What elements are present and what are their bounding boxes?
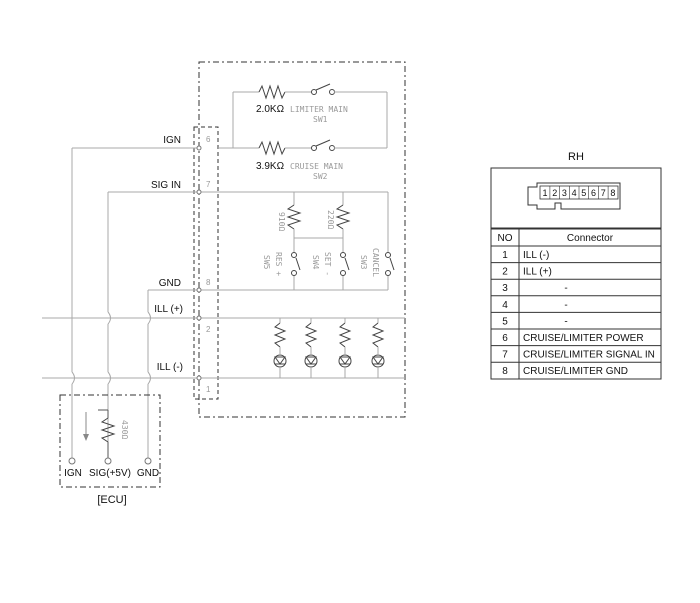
ecu-internal [83, 409, 116, 458]
pin-1: 1 [206, 385, 211, 394]
ecu-pin-sig: SIG(+5V) [89, 468, 131, 479]
table-row-no: 5 [502, 316, 508, 327]
table-row-connector: CRUISE/LIMITER SIGNAL IN [523, 350, 655, 361]
led-ladder [273, 318, 385, 378]
header-connector: Connector [567, 233, 614, 244]
pin-6: 6 [206, 135, 211, 144]
table-row-connector: - [564, 316, 567, 327]
table-row-no: 8 [502, 366, 508, 377]
table-row-no: 3 [502, 283, 508, 294]
r4-value: 220Ω [326, 210, 335, 229]
ecu-pin-ign: IGN [64, 468, 82, 479]
table-row-connector: CRUISE/LIMITER POWER [523, 333, 644, 344]
connector-pin-number: 1 [542, 188, 547, 198]
connector-pin-number: 4 [572, 188, 577, 198]
pin-8: 8 [206, 278, 211, 287]
table-row-no: 7 [502, 350, 508, 361]
connector-title: RH [568, 151, 584, 163]
table-row-no: 6 [502, 333, 508, 344]
r3-value: 910Ω [277, 212, 286, 231]
r2-value: 3.9KΩ [256, 161, 285, 172]
connector-pin-number: 6 [591, 188, 596, 198]
sw1-id: SW1 [313, 115, 328, 124]
ecu-wires [71, 148, 151, 458]
table-row-no: 1 [502, 250, 508, 261]
connector-rows: 1 ILL (-) 2 ILL (+) 3 - 4 - 5 - 6 CRUISE/LIMITER PO… [491, 245, 661, 377]
switch-unit-box [198, 61, 406, 418]
node-ill-plus [196, 315, 202, 321]
ecu-node-gnd [144, 457, 152, 465]
table-row-connector: ILL (-) [523, 250, 549, 261]
sw5-id: SW5 [262, 255, 271, 270]
sw4-id: SW4 [311, 255, 320, 270]
sw1-name: LIMITER MAIN [290, 105, 348, 114]
r1-value: 2.0KΩ [256, 104, 285, 115]
connector-pin-number: 3 [562, 188, 567, 198]
pin-7: 7 [206, 180, 211, 189]
node-ill-minus [196, 375, 202, 381]
node-sig [196, 189, 202, 195]
label-gnd: GND [159, 278, 181, 289]
table-row-connector: - [564, 300, 567, 311]
table-row-no: 4 [502, 300, 508, 311]
node-ign [196, 145, 202, 151]
sw5-name: RES + [274, 252, 283, 276]
connector-pin-number: 2 [552, 188, 557, 198]
connector-pin-number: 7 [601, 188, 606, 198]
cruise-main-branch [218, 139, 387, 156]
connector-face-box [490, 167, 662, 229]
header-no: NO [498, 233, 513, 244]
table-row-connector: ILL (+) [523, 267, 552, 278]
limiter-main-branch [232, 83, 388, 148]
label-sig-in: SIG IN [151, 180, 181, 191]
sw3-id: SW3 [359, 255, 368, 270]
sw4-name: SET - [323, 252, 332, 276]
table-row-no: 2 [502, 267, 508, 278]
sw3-name: CANCEL [371, 248, 380, 277]
table-row-connector: - [564, 283, 567, 294]
pin-2: 2 [206, 325, 211, 334]
ecu-label: [ECU] [97, 494, 126, 506]
connector-pin-number: 5 [581, 188, 586, 198]
connector-box [193, 126, 219, 400]
connector-pin-number: 8 [610, 188, 615, 198]
sw2-name: CRUISE MAIN [290, 162, 343, 171]
ecu-box [59, 394, 161, 488]
label-ill-plus: ILL (+) [154, 304, 183, 315]
ecu-resistor: 430Ω [120, 420, 129, 439]
sw2-id: SW2 [313, 172, 328, 181]
ecu-node-ign [68, 457, 76, 465]
label-ign: IGN [163, 135, 181, 146]
node-gnd [196, 287, 202, 293]
label-ill-minus: ILL (-) [157, 362, 183, 373]
ecu-node-sig [104, 457, 112, 465]
ecu-pin-gnd: GND [137, 468, 159, 479]
switch-ladder [286, 192, 395, 290]
table-row-connector: CRUISE/LIMITER GND [523, 366, 628, 377]
connector-table [490, 228, 662, 380]
